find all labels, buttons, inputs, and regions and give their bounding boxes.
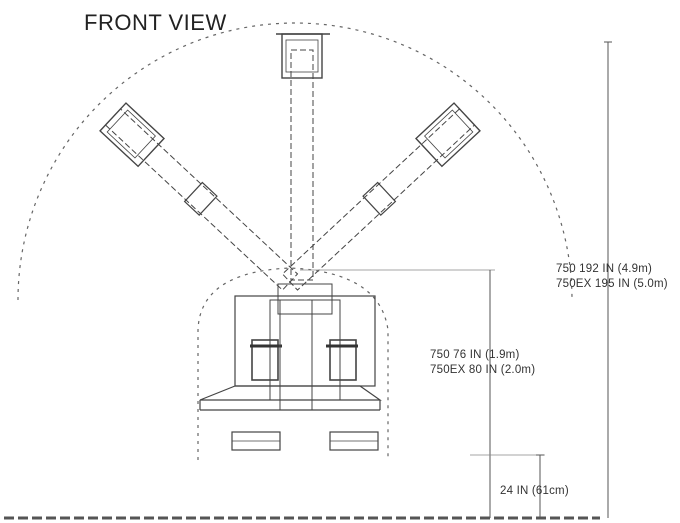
overall-height-line2: 750EX 195 IN (5.0m) (556, 278, 668, 290)
right-boom-position (281, 102, 481, 291)
left-boom-position (99, 102, 299, 291)
body-envelope-outline (197, 267, 389, 460)
center-mast-position (276, 33, 330, 281)
overall-height-line1: 750 192 IN (4.9m) (556, 263, 653, 275)
pivot-height-dimension: 750 76 IN (1.9m) 750EX 80 IN (2.0m) (430, 348, 535, 378)
pivot-height-line2: 750EX 80 IN (2.0m) (430, 364, 536, 376)
swing-envelope-arc (17, 22, 573, 301)
ground-clearance-dimension: 24 IN (61cm) (500, 485, 569, 497)
diagram-title: FRONT VIEW (84, 10, 227, 35)
dimension-lines (300, 41, 612, 518)
machine-body (199, 283, 382, 451)
pivot-height-line1: 750 76 IN (1.9m) (430, 349, 520, 361)
overall-height-dimension: 750 192 IN (4.9m) 750EX 195 IN (5.0m) (556, 262, 668, 292)
